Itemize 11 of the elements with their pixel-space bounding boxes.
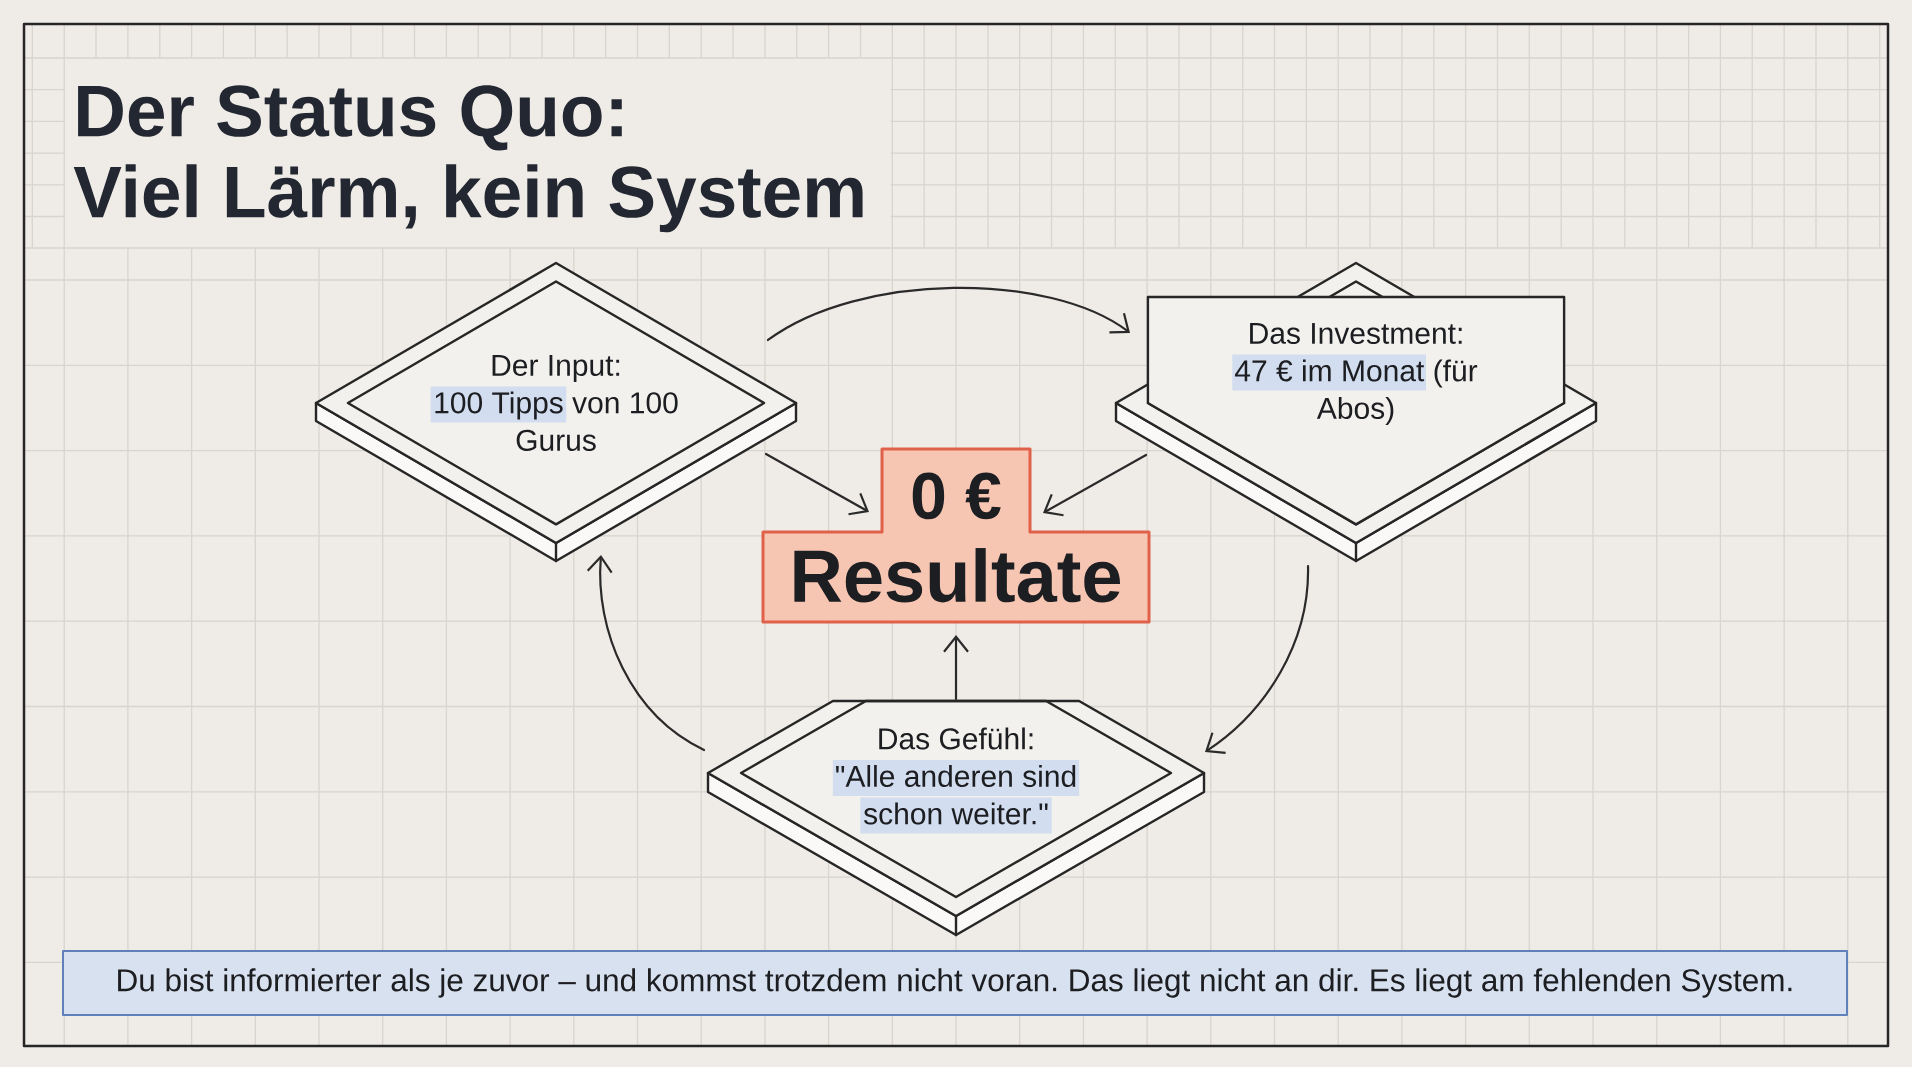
pentagon-box: Das Investment: 47 € im Monat (für Abos): [1114, 261, 1598, 563]
diamond-box: Das Gefühl: "Alle anderen sind schon weiter.": [706, 699, 1206, 937]
arrow: [764, 452, 869, 516]
arrow: [766, 286, 1130, 342]
stepped-box: 0 € Resultate: [761, 447, 1151, 624]
arrow: [1205, 564, 1310, 754]
arrow: [1043, 453, 1148, 517]
title: Der Status Quo: Viel Lärm, kein System: [73, 85, 863, 233]
arrow: [586, 555, 706, 752]
banner: Du bist informierter als je zuvor – und kommst trotzdem nicht voran. Das liegt nicht an dir. Es liegt am fehlenden System.: [62, 950, 1848, 1016]
arrow: [943, 634, 969, 701]
